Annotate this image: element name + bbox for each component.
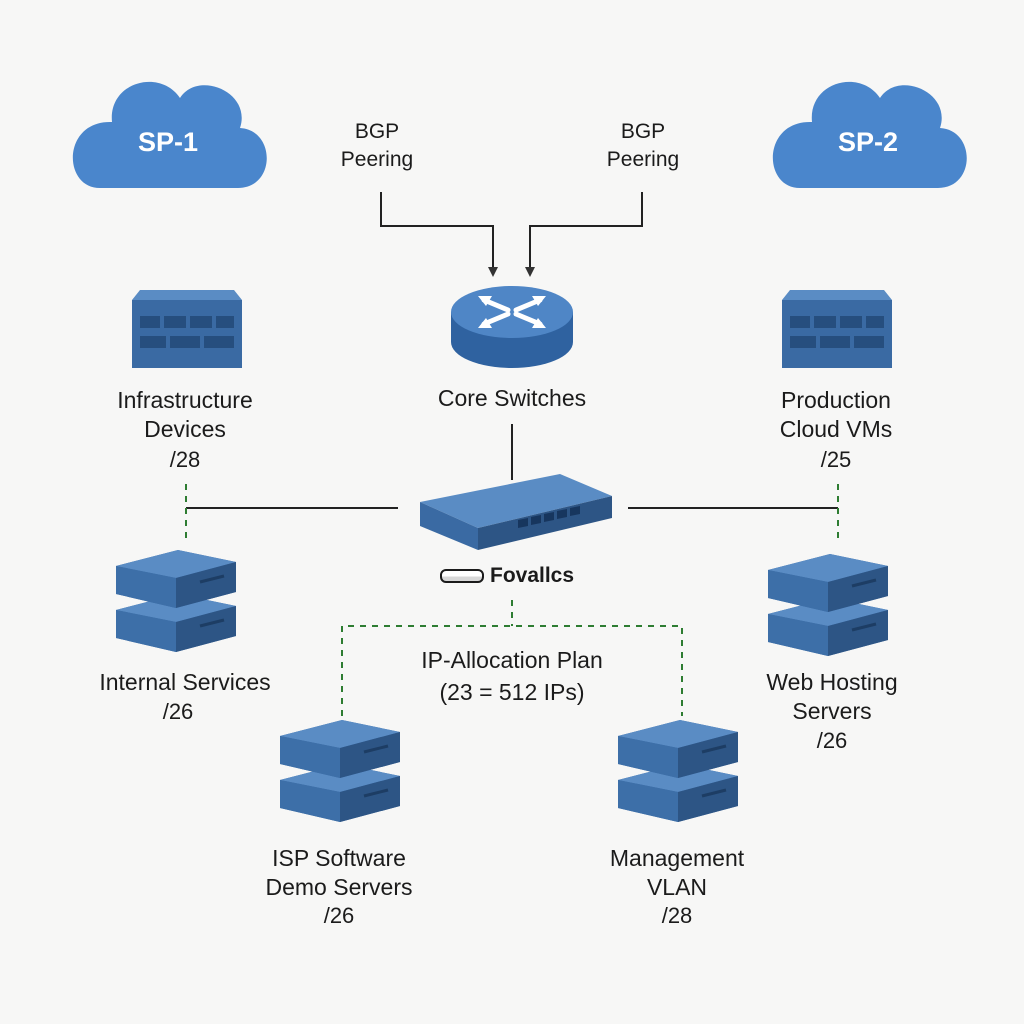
server-icon-web (768, 552, 888, 656)
dashed-links (185, 484, 839, 716)
brand-logo-icon (440, 569, 484, 583)
firewall-icon-production (782, 290, 892, 368)
switch-icon (420, 474, 612, 550)
firewall-icon-infrastructure (132, 290, 242, 368)
ip-plan-title: IP-Allocation Plan (421, 647, 603, 673)
server-icon-isp-demo (280, 718, 400, 822)
bgp-peering-right-label: BGP Peering (606, 120, 680, 171)
isp-demo-servers-prefix: /26 (323, 903, 355, 928)
server-icon-management (618, 718, 738, 822)
router-icon (451, 286, 573, 368)
firewall-brand: Fovallcs (440, 562, 574, 590)
firewall-brand-label: Fovallcs (490, 564, 575, 587)
production-cloud-vms-label: Production Cloud VMs (779, 387, 893, 442)
web-hosting-servers-label: Web Hosting Servers (766, 669, 898, 724)
internal-services-label: Internal Services (99, 669, 271, 695)
cloud-icon-sp2 (772, 81, 967, 188)
infrastructure-devices-prefix: /28 (169, 447, 201, 472)
ip-plan-subtitle: (23 = 512 IPs) (439, 679, 585, 705)
web-hosting-servers-prefix: /26 (816, 728, 848, 753)
infrastructure-devices-label: Infrastructure Devices (117, 387, 253, 442)
bgp-link-left (380, 192, 498, 277)
production-cloud-vms-prefix: /25 (820, 447, 852, 472)
isp-demo-servers-label: ISP Software Demo Servers (265, 845, 413, 900)
management-vlan-prefix: /28 (661, 903, 693, 928)
provider-sp2-label: SP-2 (837, 127, 899, 157)
management-vlan-label: Management VLAN (609, 845, 745, 900)
server-icon-internal (116, 548, 236, 652)
bgp-link-right (525, 192, 643, 277)
provider-sp1-label: SP-1 (137, 127, 199, 157)
bgp-peering-left-label: BGP Peering (340, 120, 414, 171)
core-switches-label: Core Switches (437, 385, 587, 411)
cloud-icon-sp1 (72, 81, 267, 188)
internal-services-prefix: /26 (162, 699, 194, 724)
